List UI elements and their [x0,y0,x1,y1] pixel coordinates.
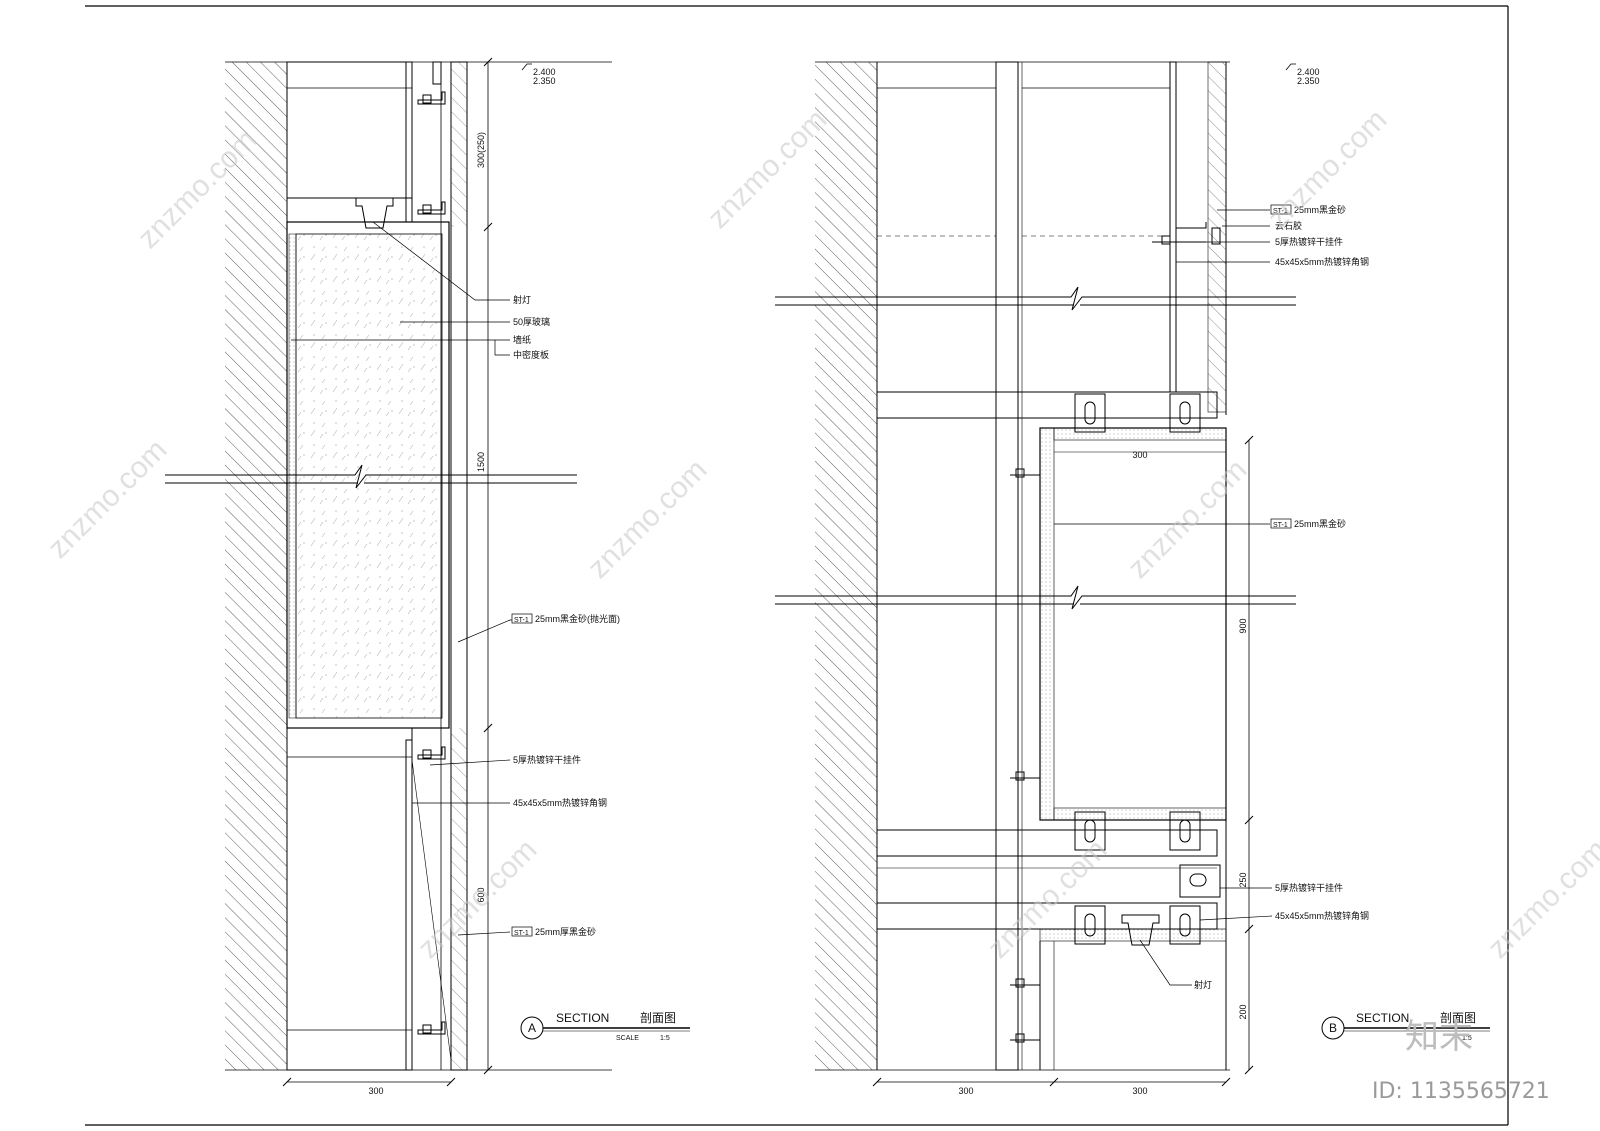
section-b-title-en: SECTION [1356,1011,1409,1025]
section-a-elevation-top: 2.400 [533,67,556,77]
section-a-label-stone: 25mm厚黑金砂 [535,926,596,937]
section-b-tag-1: ST-1 [1273,208,1288,215]
section-a-elevation-second: 2.350 [533,76,556,86]
section-b-dim-h3: 200 [1238,1004,1248,1019]
section-a-label-stone-polished: 25mm黑金砂(抛光面) [535,613,620,624]
section-a-label-mdf: 中密度板 [513,349,549,360]
section-b-label-adhesive: 云石胶 [1275,220,1302,231]
section-a-dim-lower: 600 [476,887,486,902]
section-b-dim-w1: 300 [958,1086,973,1096]
section-a-tag-2: ST-1 [514,930,529,937]
section-a-scale-value: 1:5 [660,1035,670,1042]
section-a-wall-hatch [225,62,287,1070]
section-a-spotlight [355,197,394,229]
section-b-dim-h2: 250 [1238,872,1248,887]
section-a-marker: A [528,1021,536,1035]
section-a-label-hanger: 5厚热镀锌干挂件 [513,754,581,765]
section-a-lower-box [286,727,413,1071]
section-b: 300 900 250 200 300 300 2.400 2.350 ST-1… [775,61,1490,1096]
section-a-dim-width: 300 [368,1086,383,1096]
watermark-text-5: znzmo.com [582,453,714,585]
section-a-dim-top: 300(250) [476,132,486,168]
watermark-text-2: znzmo.com [702,103,834,235]
section-a-upper-box [286,61,413,199]
section-b-elevation-second: 2.350 [1297,76,1320,86]
section-a-label-angle-steel: 45x45x5mm热镀锌角钢 [513,797,607,808]
section-b-dim-top: 300 [1132,450,1147,460]
section-b-label-angle-top: 45x45x5mm热镀锌角钢 [1275,256,1369,267]
watermark-text-4: znzmo.com [42,433,174,565]
section-b-break-line-1 [775,286,1296,311]
watermark-text-6: znzmo.com [1122,453,1254,585]
section-b-wall-hatch [815,62,877,1070]
section-b-label-angle-bottom: 45x45x5mm热镀锌角钢 [1275,910,1369,921]
section-b-label-stone-mid: 25mm黑金砂 [1294,518,1346,529]
watermark-text-9: znzmo.com [1482,833,1600,965]
watermark-text-8: znzmo.com [982,833,1114,965]
section-a-scale-label: SCALE [616,1035,639,1042]
section-a: 300(250) 1500 600 2.400 2.350 300 射灯 50厚… [165,57,690,1096]
section-a-dim-mid: 1500 [476,452,486,472]
section-b-elevation-top: 2.400 [1297,67,1320,77]
section-a-label-wallpaper: 墙纸 [513,334,531,345]
section-b-title-cn: 剖面图 [1440,1011,1476,1025]
watermark-text-3: znzmo.com [1262,103,1394,235]
image-id-label: ID: 1135565721 [1372,1079,1550,1104]
section-a-break-line [165,464,577,489]
section-b-marker: B [1329,1021,1337,1035]
section-b-label-spotlight: 射灯 [1194,979,1212,990]
section-b-label-hanger-bottom: 5厚热镀锌干挂件 [1275,882,1343,893]
section-b-spotlight [1121,914,1160,946]
section-b-tag-2: ST-1 [1273,522,1288,529]
section-a-title-en: SECTION [556,1011,609,1025]
watermark-text-7: znzmo.com [412,833,544,965]
section-b-scale-value: 1:5 [1462,1035,1472,1042]
section-a-label-glass: 50厚玻璃 [513,316,550,327]
section-b-dim-w2: 300 [1132,1086,1147,1096]
section-a-tag-1: ST-1 [514,617,529,624]
section-b-dim-h1: 900 [1238,618,1248,633]
section-a-title-cn: 剖面图 [640,1011,676,1025]
brand-logo-text: 知末 [1405,1017,1473,1057]
section-b-break-line-2 [775,585,1296,610]
section-b-label-stone-top: 25mm黑金砂 [1294,204,1346,215]
section-b-label-hanger-top: 5厚热镀锌干挂件 [1275,236,1343,247]
section-b-upper-stone [1207,61,1227,413]
section-a-label-spotlight: 射灯 [513,294,531,305]
